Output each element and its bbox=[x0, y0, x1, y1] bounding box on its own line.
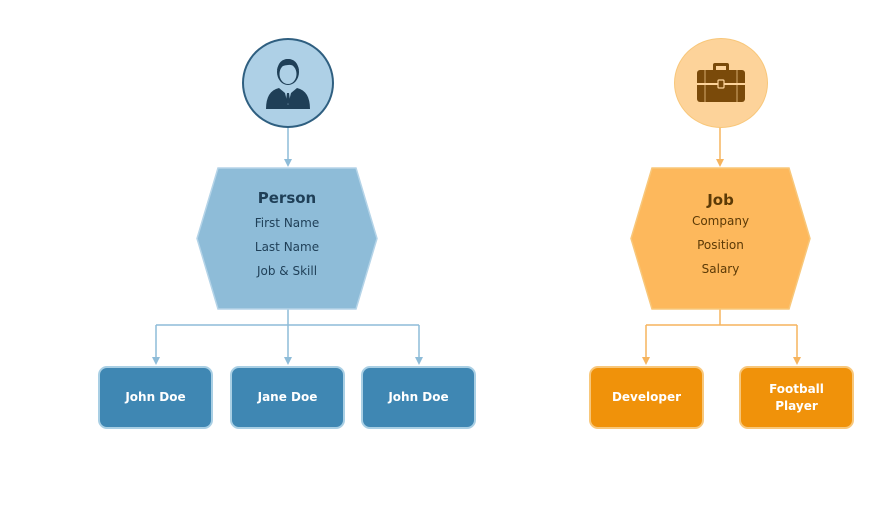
job-hexagon-shape bbox=[630, 167, 811, 310]
person-title: Person bbox=[257, 189, 317, 207]
person-circle[interactable] bbox=[242, 38, 334, 128]
job-field-position: Position bbox=[697, 238, 744, 252]
job-field-company: Company bbox=[691, 214, 750, 228]
child-label: John Doe bbox=[125, 390, 186, 404]
person-field-last-name: Last Name bbox=[254, 240, 320, 254]
job-child-football-player[interactable]: Football Player bbox=[739, 366, 854, 429]
job-circle[interactable] bbox=[674, 38, 768, 128]
child-label-line1: Football bbox=[769, 381, 824, 396]
person-child-john-doe-1[interactable]: John Doe bbox=[98, 366, 213, 429]
child-label: John Doe bbox=[388, 390, 449, 404]
child-label-line2: Player bbox=[775, 398, 818, 413]
person-field-job-skill: Job & Skill bbox=[256, 264, 318, 278]
person-field-first-name: First Name bbox=[254, 216, 320, 230]
job-field-salary: Salary bbox=[701, 262, 740, 276]
person-icon bbox=[266, 59, 310, 109]
person-child-john-doe-2[interactable]: John Doe bbox=[361, 366, 476, 429]
person-entity[interactable]: Person First Name Last Name Job & Skill bbox=[196, 167, 378, 310]
child-label: Jane Doe bbox=[257, 390, 318, 404]
job-child-developer[interactable]: Developer bbox=[589, 366, 704, 429]
job-entity[interactable]: Job Company Position Salary bbox=[630, 167, 811, 310]
child-label-line1: Developer bbox=[611, 390, 682, 404]
person-child-jane-doe[interactable]: Jane Doe bbox=[230, 366, 345, 429]
briefcase-icon bbox=[697, 63, 745, 102]
person-hexagon-shape bbox=[196, 167, 378, 310]
job-title: Job bbox=[707, 191, 734, 209]
